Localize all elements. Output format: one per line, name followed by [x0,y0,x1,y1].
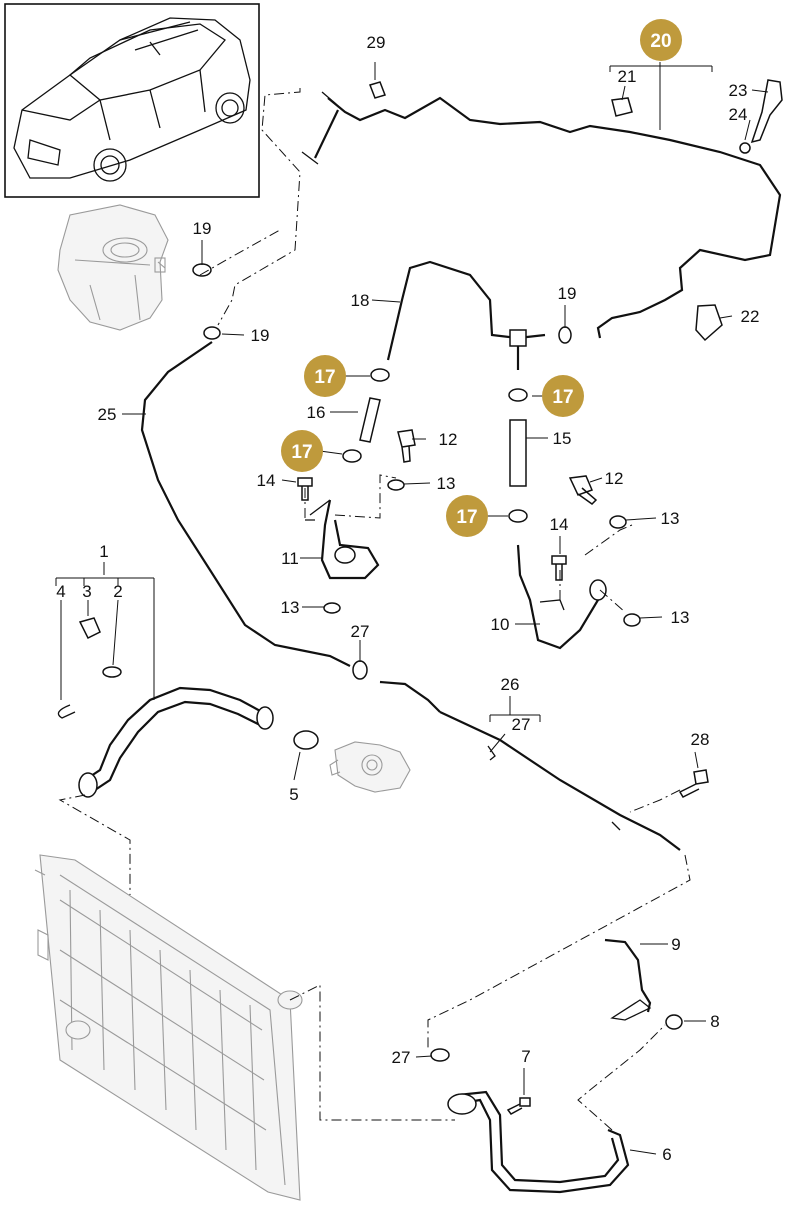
callout-badge-17-lower: 17 [446,495,488,537]
callout-27-a: 27 [351,622,370,641]
callout-7: 7 [521,1047,530,1066]
callouts: 29 21 23 24 19 19 19 18 22 25 16 12 12 1… [56,19,759,1164]
callout-6: 6 [662,1145,671,1164]
callout-28: 28 [691,730,710,749]
callout-13-b: 13 [661,509,680,528]
svg-text:17: 17 [314,367,335,388]
svg-text:17: 17 [552,387,573,408]
callout-badge-20: 20 [640,19,682,61]
callout-13-c: 13 [281,598,300,617]
callout-badge-17-upper-right: 17 [542,375,584,417]
callout-24: 24 [729,105,748,124]
callout-19-tank: 19 [193,219,212,238]
callout-5: 5 [289,785,298,804]
callout-19-tee: 19 [558,284,577,303]
callout-2: 2 [113,582,122,601]
callout-29: 29 [367,33,386,52]
callout-3: 3 [82,582,91,601]
callout-16: 16 [307,403,326,422]
callout-9: 9 [671,935,680,954]
callout-26: 26 [501,675,520,694]
callout-badge-17-upper-left: 17 [304,355,346,397]
callout-4: 4 [56,582,65,601]
expansion-tank [57,204,169,331]
callout-10: 10 [491,615,510,634]
svg-text:20: 20 [650,31,671,52]
callout-12-left: 12 [439,430,458,449]
callout-14-left: 14 [257,471,276,490]
callout-27-b: 27 [512,715,531,734]
callout-21: 21 [618,67,637,86]
callout-12-right: 12 [605,469,624,488]
radiator [34,854,303,1201]
callout-15: 15 [553,429,572,448]
callout-13-d: 13 [671,608,690,627]
callout-23: 23 [729,81,748,100]
callout-14-right: 14 [550,515,569,534]
callout-badge-17-mid-left: 17 [281,430,323,472]
callout-8: 8 [710,1012,719,1031]
thermostat-housing [329,741,411,793]
callout-11: 11 [281,549,299,568]
hoses [78,91,782,1194]
callout-22: 22 [741,307,760,326]
svg-text:17: 17 [456,507,477,528]
svg-text:17: 17 [291,442,312,463]
small-parts [57,79,783,1115]
callout-25: 25 [98,405,117,424]
callout-27-c: 27 [392,1048,411,1067]
leader-lines [55,62,769,1155]
callout-1: 1 [99,542,108,561]
callout-19-pipe: 19 [251,326,270,345]
callout-13-a: 13 [437,474,456,493]
connection-lines [58,88,691,1131]
callout-18: 18 [351,291,370,310]
vehicle-thumbnail [4,3,260,198]
